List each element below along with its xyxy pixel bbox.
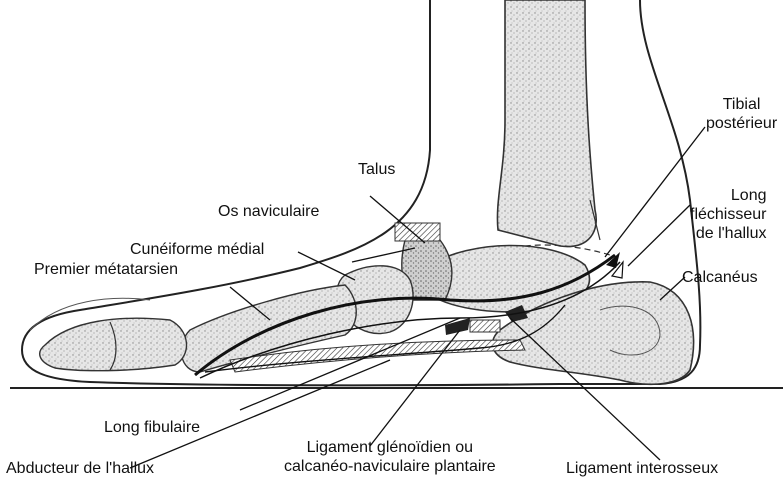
- tibia-bone: [497, 0, 596, 247]
- label-cuneiforme-medial: Cunéiforme médial: [130, 240, 264, 259]
- label-tibial-posterieur: Tibial postérieur: [706, 95, 777, 133]
- label-long-fibulaire: Long fibulaire: [104, 418, 200, 437]
- label-talus: Talus: [358, 160, 395, 179]
- label-long-flechisseur: Long fléchisseur de l'hallux: [690, 186, 766, 243]
- label-ligament-interosseux: Ligament interosseux: [566, 459, 718, 478]
- label-calcaneus: Calcanéus: [682, 268, 758, 287]
- label-premier-metatarsien: Premier métatarsien: [34, 260, 178, 279]
- label-os-naviculaire: Os naviculaire: [218, 202, 319, 221]
- small-hatched-block: [470, 320, 500, 332]
- label-ligament-glenoidien: Ligament glénoïdien ou calcanéo-navicula…: [284, 438, 496, 476]
- label-abducteur-hallux: Abducteur de l'hallux: [6, 459, 154, 478]
- hatched-ligament-upper: [395, 223, 440, 241]
